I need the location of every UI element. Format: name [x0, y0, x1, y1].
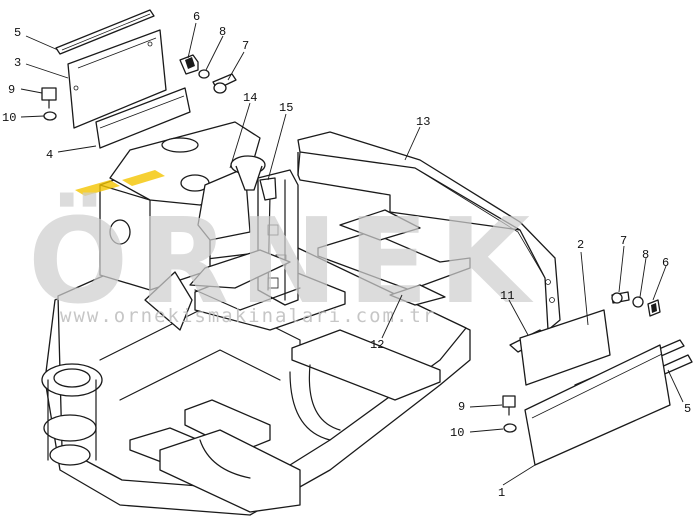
callout-5-right: 5	[684, 402, 691, 416]
callout-12: 12	[370, 338, 384, 352]
watermark-site: www.ornekismakinalari.com.tr	[60, 305, 436, 327]
callout-1: 1	[498, 486, 505, 500]
callout-7-right: 7	[620, 234, 627, 248]
callout-3: 3	[14, 56, 21, 70]
callout-8-right: 8	[642, 248, 649, 262]
callout-6-left: 6	[193, 10, 200, 24]
callout-15: 15	[279, 101, 293, 115]
callout-14: 14	[243, 91, 257, 105]
callout-11: 11	[500, 289, 514, 303]
callout-9-right: 9	[458, 400, 465, 414]
watermark: ÖRNEK www.ornekismakinalari.com.tr	[28, 170, 540, 330]
callout-2: 2	[577, 238, 584, 252]
callout-6-right: 6	[662, 256, 669, 270]
revolving-frame	[41, 121, 471, 516]
callout-7-left: 7	[242, 39, 249, 53]
cover-parts-right	[502, 291, 693, 466]
leader-lines	[20, 22, 684, 486]
watermark-brand: ÖRNEK	[28, 192, 540, 330]
cover-parts-left	[41, 9, 237, 149]
callout-8-left: 8	[219, 25, 226, 39]
callout-9-left: 9	[8, 83, 15, 97]
callout-4: 4	[46, 148, 53, 162]
callout-5-left: 5	[14, 26, 21, 40]
watermark-accent-mark	[75, 170, 165, 196]
callout-10-left: 10	[2, 111, 16, 125]
callout-labels: 1 2 3 4 5 5 6 6 7 7 8 8 9 9 10 10 11 12 …	[2, 10, 691, 500]
side-cover-13	[297, 131, 561, 331]
callout-13: 13	[416, 115, 430, 129]
callout-10-right: 10	[450, 426, 464, 440]
